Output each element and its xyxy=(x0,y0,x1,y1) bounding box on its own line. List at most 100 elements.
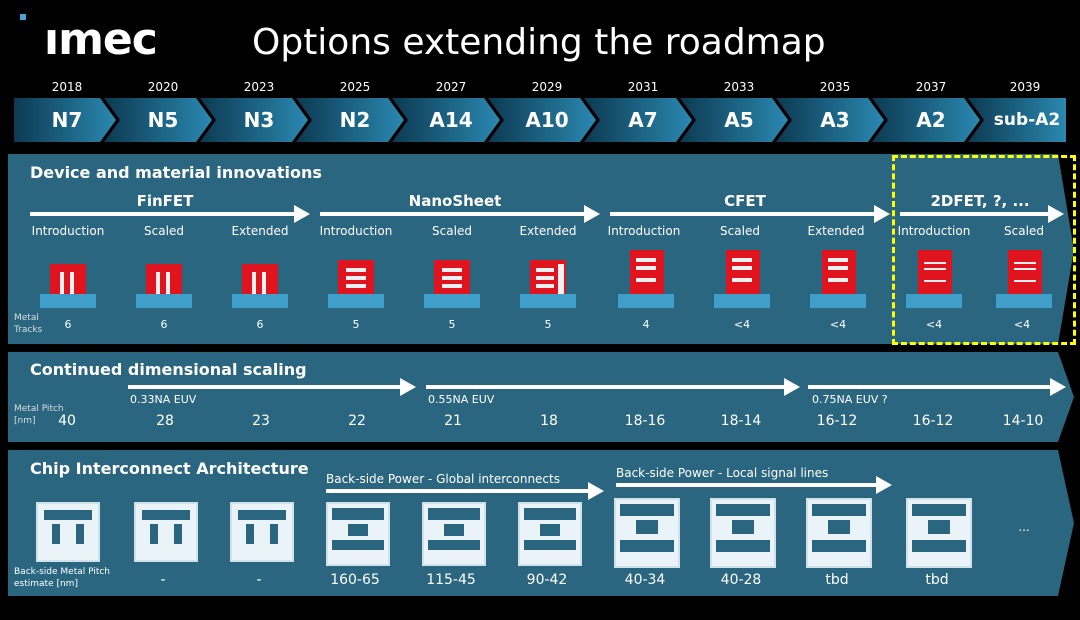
year-label: 2039 xyxy=(1009,80,1041,94)
finfet-arrow xyxy=(30,212,296,216)
metal-tracks-value: <4 xyxy=(1013,318,1031,331)
arrow-head-icon xyxy=(588,482,604,500)
node-label: N2 xyxy=(339,108,371,132)
pitch-value: 18-14 xyxy=(720,413,762,429)
node-chevron xyxy=(392,98,500,142)
year-label: 2029 xyxy=(531,80,563,94)
device-panel-title: Device and material innovations xyxy=(30,163,322,182)
year-label: 2025 xyxy=(339,80,371,94)
interconnect-diagram xyxy=(134,502,198,562)
arrow-head-icon xyxy=(1048,205,1064,223)
phase-label: Extended xyxy=(807,224,865,238)
metal-tracks-value: 5 xyxy=(448,318,456,331)
interconnect-diagram xyxy=(518,502,582,566)
interconnect-diagram xyxy=(806,498,872,568)
year-label: 2031 xyxy=(627,80,659,94)
phase-label: Scaled xyxy=(720,224,760,238)
pitch-value: 40 xyxy=(58,413,76,429)
ellipsis-text: ... xyxy=(1018,520,1030,534)
interconnect-panel-title: Chip Interconnect Architecture xyxy=(30,459,309,478)
node-chevron xyxy=(680,98,788,142)
bs-metal-pitch-label: estimate [nm] xyxy=(14,579,78,589)
interconnect-diagram xyxy=(36,502,100,562)
phase-label: Extended xyxy=(519,224,577,238)
metal-tracks-value: 6 xyxy=(64,318,72,331)
phase-label: Scaled xyxy=(1004,224,1044,238)
bs-pitch-value: 40-34 xyxy=(624,572,666,588)
metal-tracks-value: <4 xyxy=(925,318,943,331)
metal-pitch-label: [nm] xyxy=(14,416,36,426)
interconnect-diagram xyxy=(906,498,972,568)
bs-pitch-value: 40-28 xyxy=(720,572,762,588)
imec-logo: ımec xyxy=(44,14,158,65)
node-label: sub-A2 xyxy=(993,110,1061,130)
node-chevron xyxy=(584,98,692,142)
node-chevron xyxy=(872,98,980,142)
pitch-value: 18-16 xyxy=(624,413,666,429)
node-label: N5 xyxy=(147,108,179,132)
arrow-head-icon xyxy=(584,205,600,223)
node-chevron xyxy=(14,98,116,142)
arrow-head-icon xyxy=(1050,378,1066,396)
bs-pitch-value: 160-65 xyxy=(330,572,380,588)
node-chevron xyxy=(296,98,404,142)
metal-tracks-value: <4 xyxy=(733,318,751,331)
pitch-value: 16-12 xyxy=(912,413,954,429)
node-chevron xyxy=(488,98,596,142)
arrow-head-icon xyxy=(400,378,416,396)
node-chevron xyxy=(200,98,308,142)
year-label: 2033 xyxy=(723,80,755,94)
pitch-value: 18 xyxy=(540,413,558,429)
arrow-head-icon xyxy=(784,378,800,396)
metal-tracks-value: 6 xyxy=(160,318,168,331)
roadmap-chevrons xyxy=(14,98,1066,142)
bs-pitch-value: 115-45 xyxy=(426,572,476,588)
node-chevron xyxy=(776,98,884,142)
arrow-head-icon xyxy=(294,205,310,223)
arrow-head-icon xyxy=(874,205,890,223)
bsp-global-label: Back-side Power - Global interconnects xyxy=(326,472,560,486)
node-label: N3 xyxy=(243,108,275,132)
bs-pitch-value: 90-42 xyxy=(526,572,568,588)
highlight-box xyxy=(892,155,1076,345)
bsp-local-label: Back-side Power - Local signal lines xyxy=(616,466,829,480)
phase-label: Introduction xyxy=(897,224,971,238)
metal-tracks-value: 6 xyxy=(256,318,264,331)
bs-pitch-value: - xyxy=(256,572,262,588)
phase-label: Extended xyxy=(231,224,289,238)
metal-tracks-value: 5 xyxy=(352,318,360,331)
pitch-value: 16-12 xyxy=(816,413,858,429)
arrow-head-icon xyxy=(876,476,892,494)
year-label: 2023 xyxy=(243,80,275,94)
cfet-arrow xyxy=(610,212,876,216)
bsp-global-arrow xyxy=(326,489,590,493)
pitch-value: 21 xyxy=(444,413,462,429)
node-label: A5 xyxy=(724,108,754,132)
metal-pitch-label: Metal Pitch xyxy=(14,404,64,414)
node-label: A2 xyxy=(916,108,946,132)
bs-pitch-value: - xyxy=(160,572,166,588)
scaling-panel xyxy=(8,352,1074,442)
node-chevron xyxy=(104,98,212,142)
bs-pitch-value: tbd xyxy=(925,572,949,588)
bs-metal-pitch-label: Back-side Metal Pitch xyxy=(14,567,111,577)
scaling-panel-title: Continued dimensional scaling xyxy=(30,360,307,379)
metal-tracks-label: Tracks xyxy=(14,325,43,335)
interconnect-diagram xyxy=(422,502,486,566)
phase-label: Introduction xyxy=(607,224,681,238)
node-label: A7 xyxy=(628,108,658,132)
year-label: 2018 xyxy=(51,80,83,94)
metal-tracks-label: Metal xyxy=(14,313,39,323)
group-label-cfet: CFET xyxy=(724,192,766,210)
page-title: Options extending the roadmap xyxy=(252,22,826,63)
pitch-value: 23 xyxy=(252,413,270,429)
euv-055-arrow xyxy=(426,385,786,389)
group-label-nanosheet: NanoSheet xyxy=(408,192,502,210)
nanosheet-arrow xyxy=(320,212,586,216)
node-label: A14 xyxy=(429,108,473,132)
year-label: 2020 xyxy=(147,80,179,94)
node-label: N7 xyxy=(51,108,83,132)
interconnect-diagram xyxy=(230,502,294,562)
euv-075-arrow xyxy=(808,385,1052,389)
